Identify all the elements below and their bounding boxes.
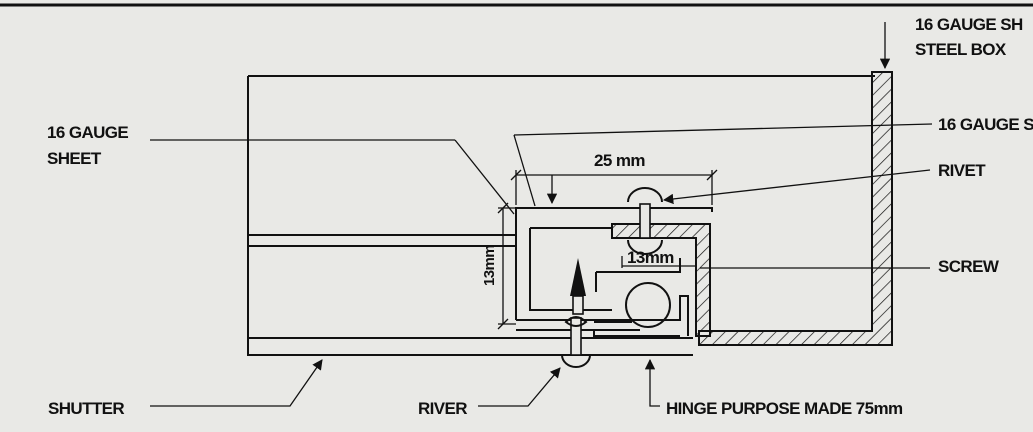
dim-13v-tick-bottom bbox=[497, 318, 509, 330]
sheet-right-label: 16 GAUGE S bbox=[938, 115, 1033, 134]
dim-13-horizontal-label: 13mm bbox=[627, 248, 674, 267]
sheet-right-leader-diag bbox=[513, 134, 536, 207]
dim-25-tick-left bbox=[510, 169, 522, 181]
inner-channel bbox=[529, 227, 612, 311]
screw-shank bbox=[572, 295, 584, 315]
hinge-knuckle bbox=[625, 282, 671, 328]
screw-label: SCREW bbox=[938, 257, 1000, 276]
river-leader bbox=[478, 367, 561, 407]
screw-tab bbox=[595, 258, 681, 292]
hinge-leaf bbox=[594, 321, 640, 331]
rivet-head-bottom bbox=[627, 239, 663, 255]
sheet-right-leader bbox=[513, 123, 933, 136]
river-label: RIVER bbox=[418, 399, 467, 418]
dim-13-vertical-label: 13mm bbox=[481, 245, 498, 286]
hinge-label: HINGE PURPOSE MADE 75mm bbox=[666, 399, 903, 418]
dim-25-tick-right bbox=[706, 169, 718, 181]
rivet-leader bbox=[662, 169, 931, 205]
shutter-bracket bbox=[515, 207, 713, 336]
sheet-left-label-line1: 16 GAUGE bbox=[47, 123, 128, 142]
rivet-shank bbox=[639, 203, 651, 239]
hinge-leaf-lower bbox=[516, 329, 680, 337]
shutter-label: SHUTTER bbox=[48, 399, 124, 418]
steel-box-label-line1: 16 GAUGE SH bbox=[915, 15, 1023, 34]
bottom-rivet-top bbox=[564, 316, 588, 327]
sheet-left-label-line2: SHEET bbox=[47, 149, 102, 168]
screw-body bbox=[570, 258, 586, 296]
sheet-left-leader-diag bbox=[454, 139, 515, 215]
steel-box-label-line2: STEEL BOX bbox=[915, 40, 1007, 59]
rivet-label: RIVET bbox=[938, 161, 986, 180]
shutter-leader bbox=[150, 359, 323, 407]
hinge-leader bbox=[644, 358, 660, 407]
bottom-rivet-shank bbox=[570, 317, 582, 356]
cabinet-outline bbox=[247, 75, 875, 356]
hinge-plate bbox=[611, 223, 711, 337]
rivet-head-top bbox=[627, 187, 663, 203]
dim-25-label: 25 mm bbox=[594, 151, 645, 170]
steel-box-wall bbox=[698, 71, 893, 346]
bottom-rivet-head bbox=[561, 354, 591, 368]
